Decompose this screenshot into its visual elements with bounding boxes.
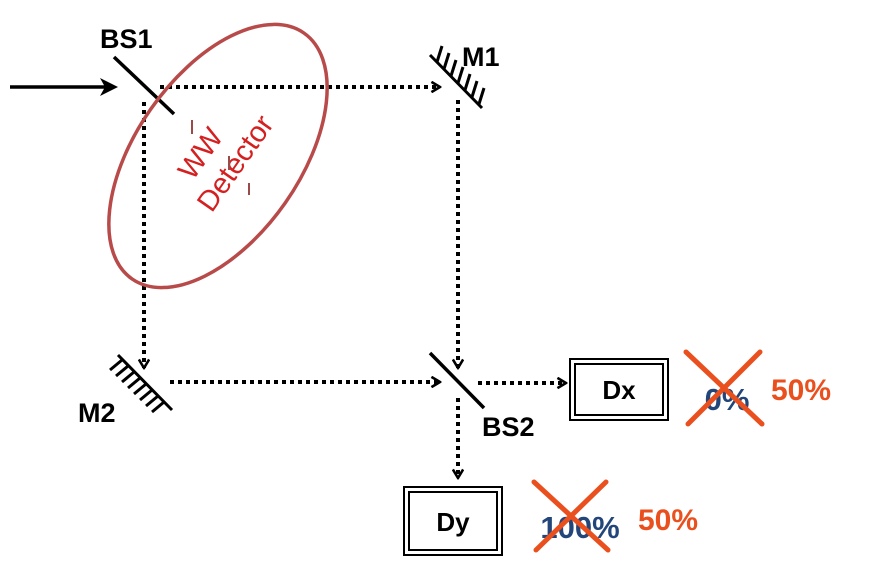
- dy-strike-mark: [531, 479, 611, 553]
- label-bs1: BS1: [100, 24, 153, 54]
- mirror-m1: [428, 45, 486, 110]
- dy-new-value: 50%: [638, 504, 698, 537]
- label-m1: M1: [462, 42, 500, 72]
- dx-strike-mark: [683, 349, 765, 427]
- beam-splitter-bs2: [428, 351, 486, 410]
- dx-new-value: 50%: [771, 374, 831, 407]
- label-m2: M2: [78, 398, 116, 428]
- detector-dx: Dx: [569, 358, 669, 421]
- ww-detector-ellipse: [107, 22, 329, 290]
- beam-paths: [144, 87, 566, 478]
- detector-dx-label: Dx: [602, 375, 636, 405]
- detector-dy-label: Dy: [436, 507, 470, 537]
- label-bs2: BS2: [482, 412, 535, 442]
- mirror-m2: [109, 353, 174, 414]
- detector-dy: Dy: [403, 486, 503, 556]
- incoming-beam: [10, 78, 118, 96]
- beam-splitter-bs1: [112, 55, 176, 116]
